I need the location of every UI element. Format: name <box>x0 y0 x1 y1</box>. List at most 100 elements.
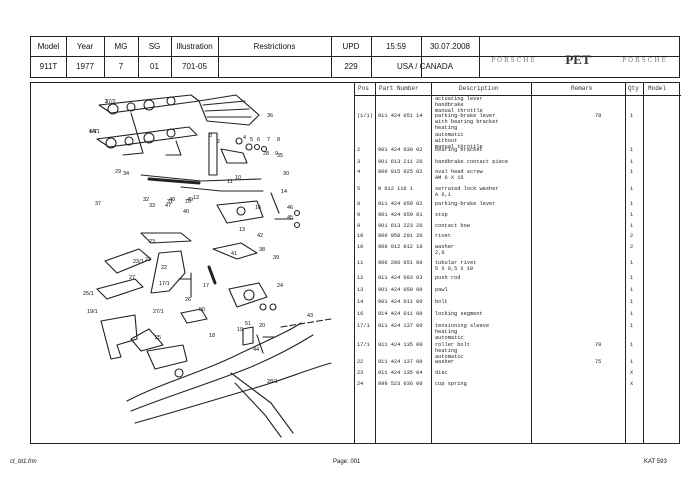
cell-description: bearing bracket <box>435 147 483 153</box>
callout-label: 15 <box>185 199 191 205</box>
cell-part: 911 424 093 03 <box>378 275 423 281</box>
cell-part: 911 424 135 00 <box>378 342 423 348</box>
cell-description: A 6,1 <box>435 192 451 199</box>
header-value-year: 1977 <box>76 62 94 71</box>
callout-label: 44/1 <box>89 129 100 135</box>
cell-qty: 1 <box>630 287 634 293</box>
cell-part: 911 424 137 00 <box>378 359 423 365</box>
cell-pos: 2 <box>357 147 361 153</box>
cell-remark: 75 <box>595 359 602 365</box>
cell-qty: 1 <box>630 186 634 192</box>
footer-page: Page: 001 <box>333 459 361 465</box>
callout-label: 51 <box>245 321 251 327</box>
callout-label: 47 <box>165 203 171 209</box>
callout-label: 28 <box>263 151 269 157</box>
cell-description: AM 6 X 15 <box>435 175 464 182</box>
callout-label: 26 <box>185 297 191 303</box>
callout-label: 32 <box>143 197 149 203</box>
footer-catalog-number: KAT 593 <box>644 459 667 465</box>
callout-label: 13 <box>239 227 245 233</box>
cell-pos: 10 <box>357 244 364 250</box>
callout-label: 49 <box>187 197 193 203</box>
cell-part: N 012 116 1 <box>378 186 413 192</box>
cell-description: with bearing bracket <box>435 119 499 126</box>
header-label-model: Model <box>37 42 60 51</box>
header-date: 30.07.2008 <box>429 42 471 51</box>
header-value-model: 911T <box>39 62 58 71</box>
callout-label: 48 <box>169 197 175 203</box>
cell-qty: 1 <box>630 299 634 305</box>
callout-label: 34 <box>123 171 129 177</box>
cell-pos: 5 <box>357 186 361 192</box>
cell-pos: 3 <box>357 159 361 165</box>
cell-description: disc <box>435 370 448 376</box>
callout-label: 40 <box>183 209 189 215</box>
callout-label: 23 <box>149 239 155 245</box>
callout-label: 11 <box>227 179 233 185</box>
callout-label: 44 <box>253 347 259 353</box>
cell-description: washer <box>435 359 455 365</box>
cell-description: cup spring <box>435 381 467 387</box>
cell-pos: 8 <box>357 201 361 207</box>
cell-pos: 13 <box>357 287 364 293</box>
callout-label: 5 <box>250 137 253 143</box>
callout-label: 45 <box>287 215 293 221</box>
callout-label: 16 <box>255 205 261 211</box>
callout-label: 35 <box>277 153 283 159</box>
cell-description: heating <box>435 125 458 132</box>
cell-qty: 1 <box>630 212 634 218</box>
callout-label: 50 <box>199 307 205 313</box>
header-time: 15:59 <box>385 42 407 51</box>
callout-label: 19/1 <box>87 309 98 315</box>
callout-label: 1 <box>105 99 108 105</box>
callout-label: 4 <box>243 135 246 141</box>
cell-description: roller bolt <box>435 342 470 348</box>
callout-label: 19 <box>237 327 243 333</box>
cell-qty: X <box>630 370 634 376</box>
cell-description: handbrake <box>435 102 464 109</box>
callout-label: 8 <box>277 137 280 143</box>
cell-description: manual throttle <box>435 108 483 115</box>
cell-description: tubular rivet <box>435 260 477 266</box>
callout-label: 25/1 <box>83 291 94 297</box>
cell-part: 911 424 135 04 <box>378 370 423 376</box>
porsche-logo-right: PORSCHE <box>622 57 668 64</box>
cell-pos: 4 <box>357 169 361 175</box>
cell-description: actuating lever <box>435 96 483 102</box>
cell-description: automatic <box>435 354 464 361</box>
cell-description: rivet <box>435 233 451 239</box>
cell-description: without <box>435 137 458 144</box>
callout-label: 28/1 <box>267 379 278 385</box>
callout-label: 37/2 <box>105 99 116 105</box>
cell-description: parking-brake lever <box>435 113 496 119</box>
cell-qty: 1 <box>630 113 634 119</box>
cell-description: bolt <box>435 299 448 305</box>
cell-description: heating <box>435 348 458 355</box>
header-label-upd: UPD <box>342 42 360 51</box>
col-part-number: Part Number <box>379 85 419 92</box>
cell-part: 911 424 059 02 <box>378 201 423 207</box>
callout-label: 43 <box>307 313 313 319</box>
cell-description: contact bow <box>435 223 470 229</box>
header-value-mg: 7 <box>118 62 124 71</box>
cell-part: 911 424 051 14 <box>378 113 423 119</box>
callout-label: 41 <box>231 251 237 257</box>
cell-qty: 1 <box>630 159 634 165</box>
pet-logo: PET <box>565 52 591 67</box>
cell-qty: 2 <box>630 244 634 250</box>
callout-label: 29 <box>115 169 121 175</box>
cell-qty: 2 <box>630 233 634 239</box>
cell-part: 901 613 211 20 <box>378 159 423 165</box>
header-divider <box>31 56 679 57</box>
header-label-restrictions: Restrictions <box>253 42 296 51</box>
header-label-illustration: Illustration <box>176 42 213 51</box>
callout-label: 33 <box>149 203 155 209</box>
cell-description: automatic <box>435 131 464 138</box>
cell-part: 914 424 011 00 <box>378 311 423 317</box>
col-model: Model <box>648 85 667 92</box>
cell-pos: 14 <box>357 299 364 305</box>
cell-description: manual throttle <box>435 144 483 150</box>
cell-remark: 78 <box>595 342 602 348</box>
cell-part: 901 424 058 00 <box>378 287 423 293</box>
